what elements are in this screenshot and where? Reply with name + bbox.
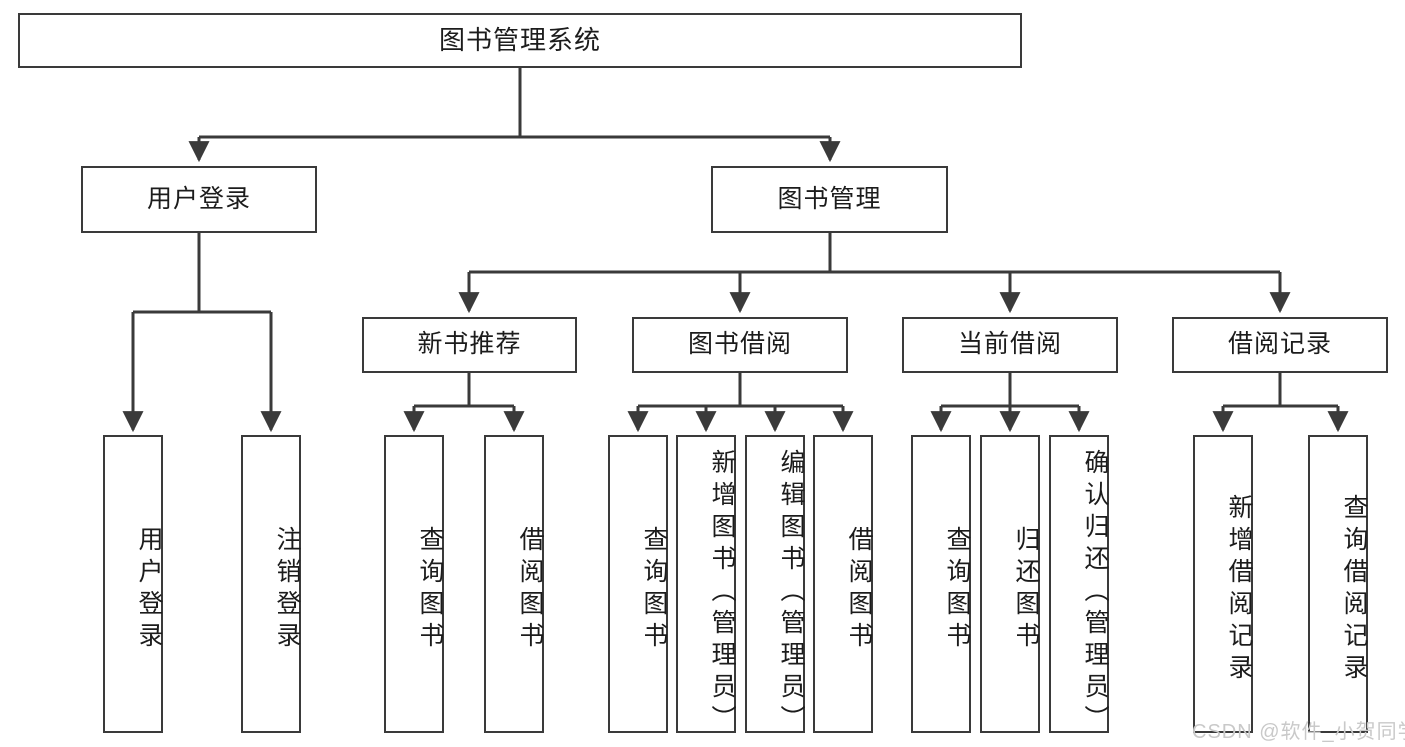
node-leaf-book-borrow-borrow[interactable]: 借阅图书: [813, 435, 873, 733]
node-leaf-current-borrow-return[interactable]: 归还图书: [980, 435, 1040, 733]
node-label: 借阅图书: [845, 526, 873, 654]
node-label: 用户登录: [146, 184, 251, 213]
node-current-borrow[interactable]: 当前借阅: [902, 317, 1118, 373]
node-leaf-current-borrow-query[interactable]: 查询图书: [911, 435, 971, 733]
node-leaf-borrow-record-add[interactable]: 新增借阅记录: [1193, 435, 1253, 733]
node-label: 借阅图书: [516, 526, 544, 654]
node-leaf-book-borrow-query[interactable]: 查询图书: [608, 435, 668, 733]
node-label: 确认归还（管理员）: [1081, 449, 1109, 737]
node-leaf-user-login-signin[interactable]: 用户登录: [103, 435, 163, 733]
node-label: 归还图书: [1012, 526, 1040, 654]
node-label: 新增图书（管理员）: [708, 449, 736, 737]
node-leaf-user-login-signout[interactable]: 注销登录: [241, 435, 301, 733]
node-label: 注销登录: [273, 526, 301, 654]
node-label: 当前借阅: [957, 330, 1062, 359]
node-leaf-book-borrow-add[interactable]: 新增图书（管理员）: [676, 435, 736, 737]
node-leaf-book-borrow-edit[interactable]: 编辑图书（管理员）: [745, 435, 805, 737]
node-label: 图书管理: [777, 184, 882, 213]
node-leaf-new-book-borrow[interactable]: 借阅图书: [484, 435, 544, 733]
node-label: 查询图书: [640, 526, 668, 654]
node-leaf-current-borrow-confirm[interactable]: 确认归还（管理员）: [1049, 435, 1109, 737]
node-label: 查询图书: [416, 526, 444, 654]
node-leaf-borrow-record-query[interactable]: 查询借阅记录: [1308, 435, 1368, 733]
node-root-book-management-system[interactable]: 图书管理系统: [18, 13, 1022, 68]
node-new-book-recommend[interactable]: 新书推荐: [362, 317, 577, 373]
node-label: 新增借阅记录: [1225, 494, 1253, 686]
node-book-borrow[interactable]: 图书借阅: [632, 317, 848, 373]
watermark-text: CSDN @软件_小贺同学: [1192, 721, 1405, 743]
node-label: 新书推荐: [417, 330, 522, 359]
node-label: 用户登录: [135, 526, 163, 654]
node-label: 查询借阅记录: [1340, 494, 1368, 686]
node-label: 图书借阅: [687, 330, 792, 359]
node-leaf-new-book-query[interactable]: 查询图书: [384, 435, 444, 733]
node-user-login[interactable]: 用户登录: [81, 166, 317, 233]
node-book-management[interactable]: 图书管理: [711, 166, 948, 233]
node-label: 查询图书: [943, 526, 971, 654]
node-label: 借阅记录: [1227, 330, 1332, 359]
node-label: 图书管理系统: [438, 25, 601, 56]
node-label: 编辑图书（管理员）: [777, 449, 805, 737]
node-borrow-record[interactable]: 借阅记录: [1172, 317, 1388, 373]
